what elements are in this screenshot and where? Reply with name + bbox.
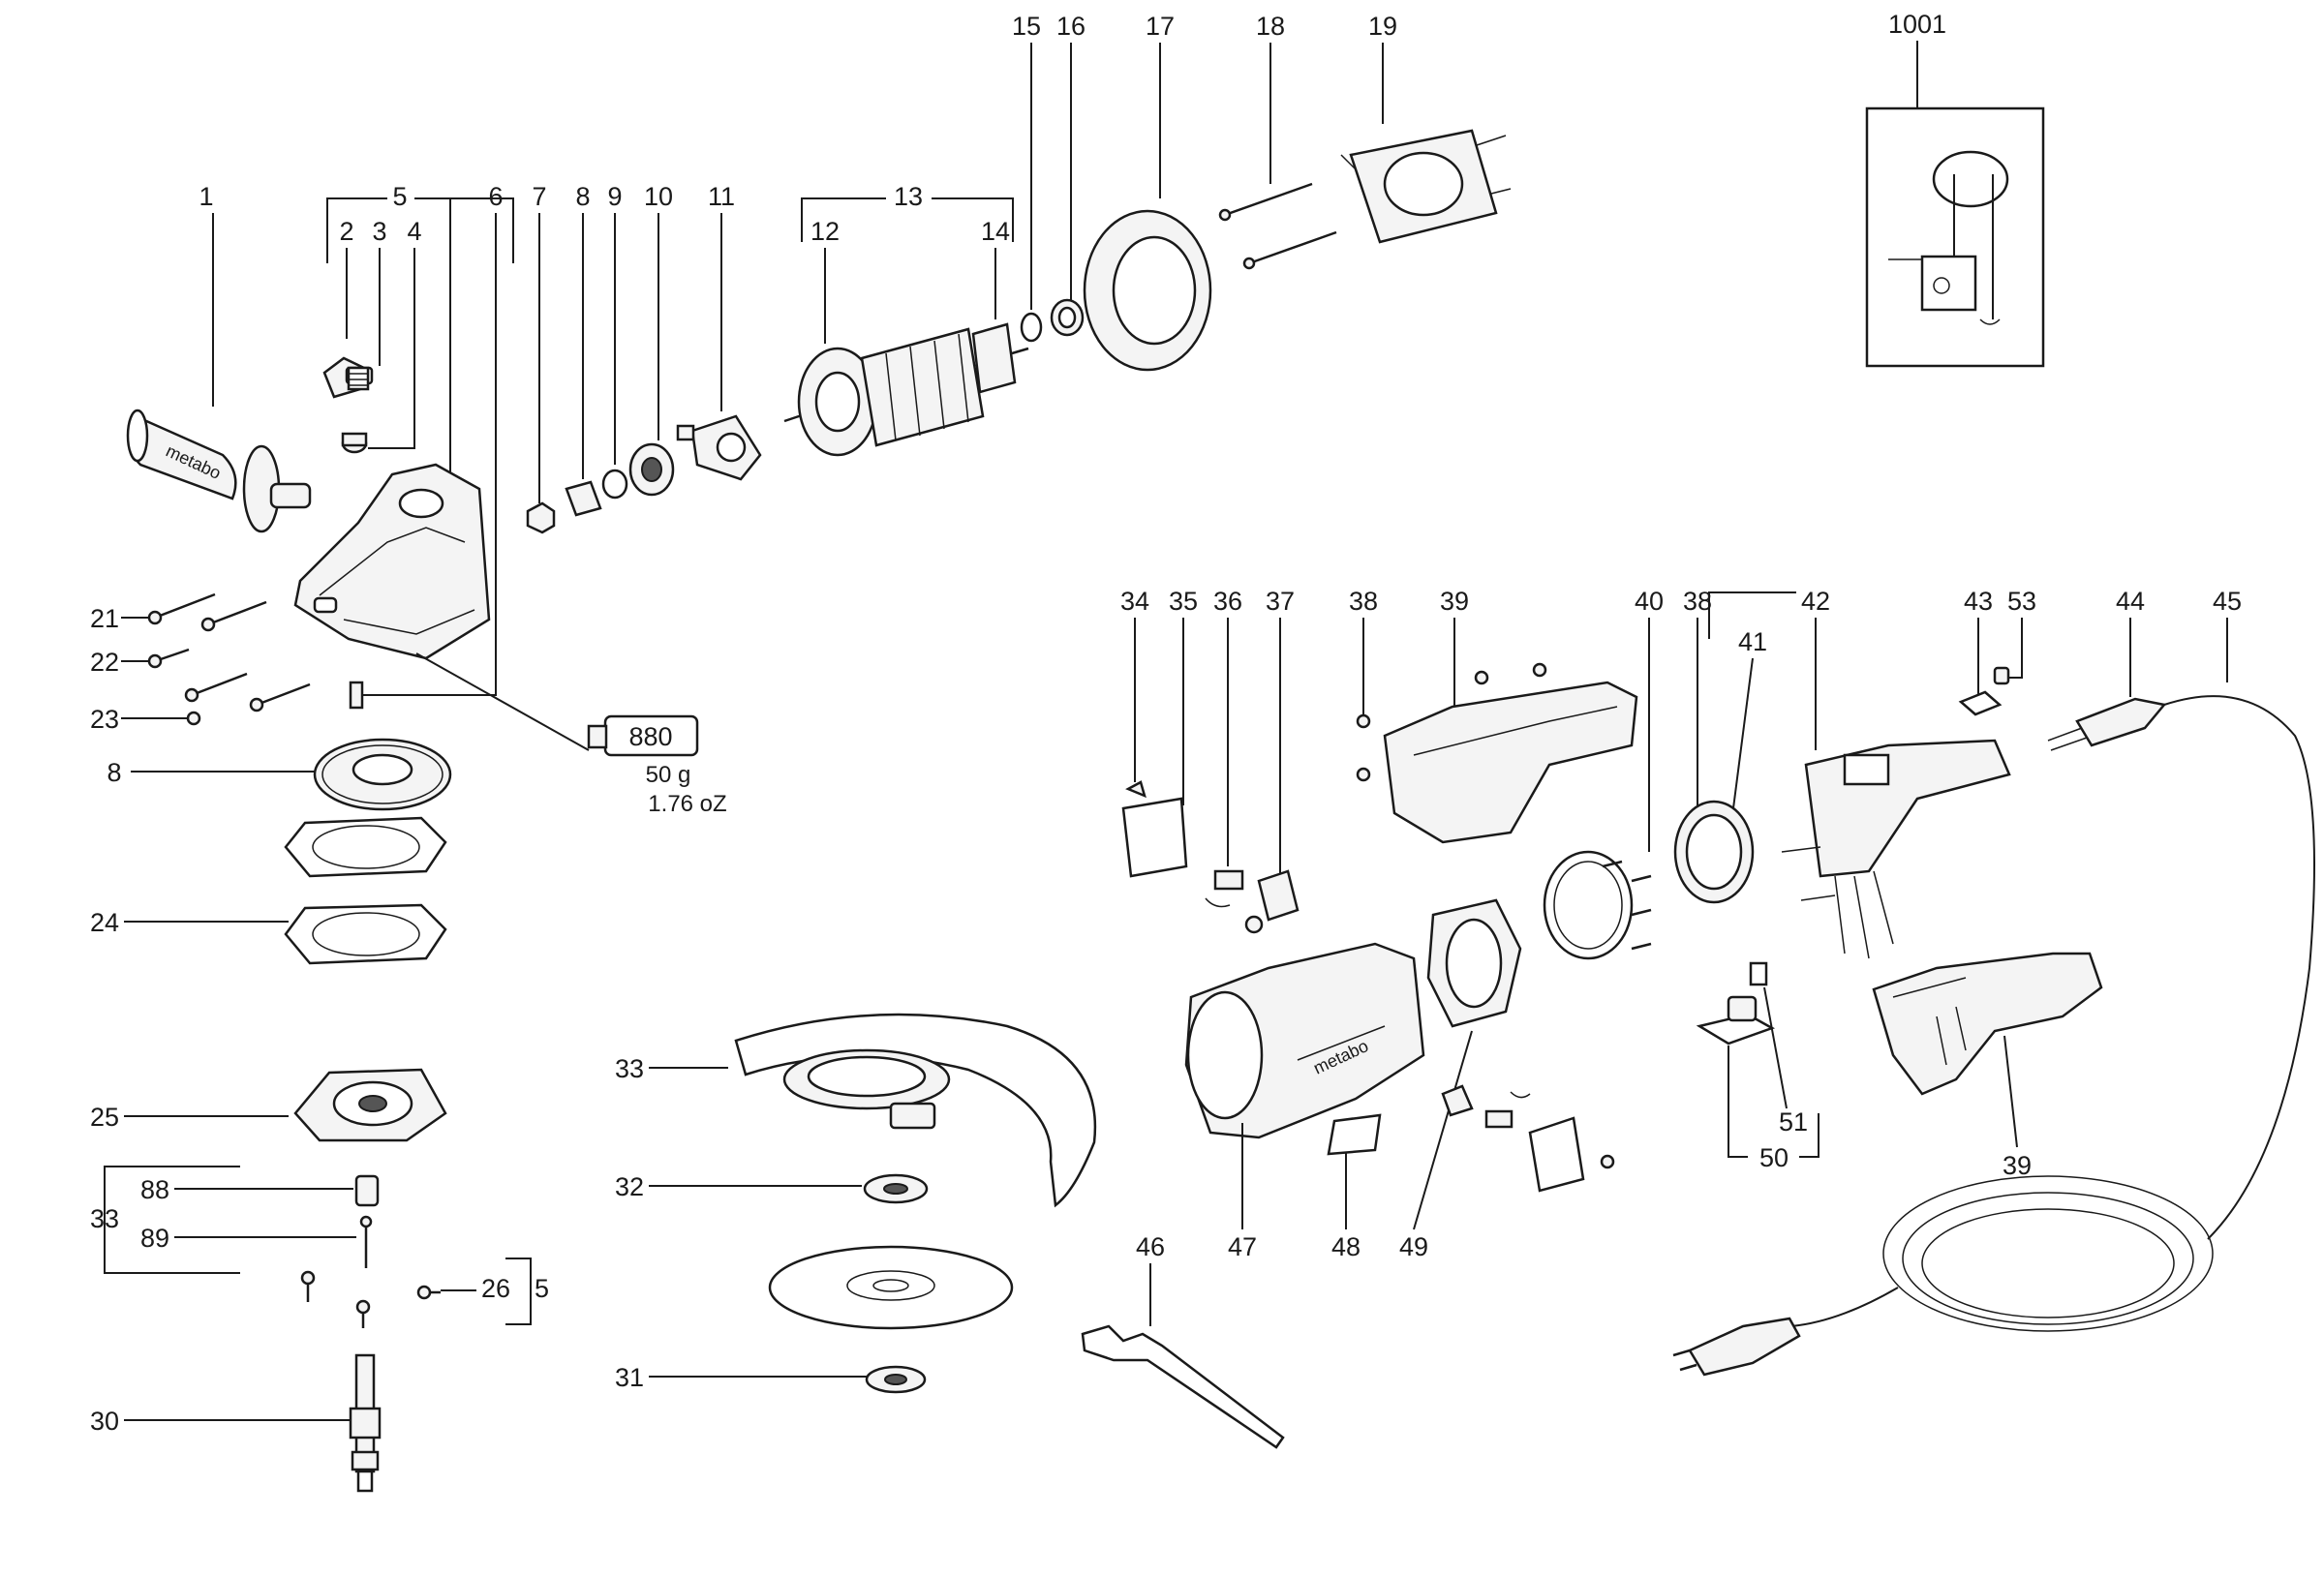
clamping-nut-part-31 xyxy=(865,1365,927,1394)
brush-parts-lower xyxy=(1441,1084,1615,1193)
motor-cover-part-39 xyxy=(1356,662,1638,844)
label-48: 48 xyxy=(1331,1232,1361,1261)
label-39-handle: 39 xyxy=(2003,1151,2032,1180)
label-44: 44 xyxy=(2116,587,2145,616)
fan-baffle-part-49 xyxy=(1426,898,1522,1028)
label-11: 11 xyxy=(708,182,735,211)
label-38-top: 38 xyxy=(1349,587,1378,616)
motor-housing-part-47: metabo xyxy=(1184,942,1425,1139)
stator-part-19 xyxy=(1340,129,1512,244)
bearing-parts-15-16 xyxy=(1020,298,1085,343)
label-89: 89 xyxy=(140,1224,169,1253)
cable-protector-part-44 xyxy=(2047,697,2167,751)
label-36: 36 xyxy=(1213,587,1242,616)
label-35: 35 xyxy=(1169,587,1198,616)
label-53: 53 xyxy=(2007,587,2036,616)
wheel-guard-part-33 xyxy=(734,1013,1097,1208)
label-15: 15 xyxy=(1012,12,1041,41)
label-14: 14 xyxy=(981,217,1010,246)
label-1: 1 xyxy=(199,182,213,211)
spindle-lock-parts-2-3-4 xyxy=(322,356,374,454)
armature-part-13 xyxy=(783,322,1029,457)
housing-screws-parts-21-23 xyxy=(147,592,364,726)
clamp-parts-50-51 xyxy=(1696,961,1776,1046)
label-33-guard: 33 xyxy=(615,1054,644,1083)
gear-housing-part-5 xyxy=(293,463,491,660)
gasket-upper xyxy=(284,816,447,878)
switch-part-42 xyxy=(1781,739,2011,959)
label-8-top: 8 xyxy=(575,182,590,211)
label-plate-part-48 xyxy=(1327,1113,1382,1156)
label-23: 23 xyxy=(90,705,119,734)
label-18: 18 xyxy=(1256,12,1285,41)
spindle-part-30 xyxy=(349,1353,382,1493)
label-32: 32 xyxy=(615,1172,644,1201)
label-45: 45 xyxy=(2213,587,2242,616)
sleeve-part-88 xyxy=(354,1174,380,1207)
label-3: 3 xyxy=(372,217,386,246)
grinding-disc xyxy=(768,1245,1014,1330)
stator-screws-part-18 xyxy=(1218,182,1337,270)
gasket-part-24 xyxy=(284,903,447,965)
label-38-right: 38 xyxy=(1683,587,1712,616)
pin-wrench-part-46 xyxy=(1081,1324,1285,1449)
label-26: 26 xyxy=(481,1274,510,1303)
label-41: 41 xyxy=(1738,627,1767,656)
grease-weight-metric: 50 g xyxy=(646,762,691,788)
wiring-diagram-1001 xyxy=(1865,106,2045,368)
label-5: 5 xyxy=(392,182,407,211)
label-1001: 1001 xyxy=(1888,10,1946,39)
label-6: 6 xyxy=(488,182,503,211)
grease-tube-880: 880 xyxy=(587,714,699,757)
label-7: 7 xyxy=(532,182,546,211)
pin-part-89 xyxy=(359,1215,373,1268)
screws-part-26 xyxy=(300,1270,441,1328)
label-30: 30 xyxy=(90,1407,119,1436)
label-88: 88 xyxy=(140,1175,169,1204)
label-4: 4 xyxy=(407,217,421,246)
label-8-gear: 8 xyxy=(107,758,121,787)
label-21: 21 xyxy=(90,604,119,633)
handle-cover-part-39 xyxy=(1872,952,2103,1096)
grease-code: 880 xyxy=(628,722,672,751)
label-37: 37 xyxy=(1266,587,1295,616)
label-25: 25 xyxy=(90,1103,119,1132)
rings-parts-40-41 xyxy=(1543,800,1755,960)
label-10: 10 xyxy=(644,182,673,211)
label-50: 50 xyxy=(1759,1143,1789,1172)
label-19: 19 xyxy=(1368,12,1397,41)
label-34: 34 xyxy=(1120,587,1149,616)
brush-parts-34-37 xyxy=(1121,780,1300,934)
flange-part-32 xyxy=(863,1173,929,1204)
label-39-top: 39 xyxy=(1440,587,1469,616)
label-47: 47 xyxy=(1228,1232,1257,1261)
label-12: 12 xyxy=(810,217,840,246)
label-17: 17 xyxy=(1146,12,1175,41)
label-49: 49 xyxy=(1399,1232,1428,1261)
grease-weight-imperial: 1.76 oZ xyxy=(648,791,726,817)
bevel-gear-part-8 xyxy=(313,738,452,811)
label-22: 22 xyxy=(90,648,119,677)
label-46: 46 xyxy=(1136,1232,1165,1261)
side-handle-part-1: metabo xyxy=(126,409,312,533)
label-2: 2 xyxy=(339,217,353,246)
label-43: 43 xyxy=(1964,587,1993,616)
power-cord-part-45 xyxy=(1672,695,2315,1377)
clamp-parts-43-53 xyxy=(1958,666,2010,716)
label-42: 42 xyxy=(1801,587,1830,616)
label-9: 9 xyxy=(607,182,622,211)
label-40: 40 xyxy=(1635,587,1664,616)
bearing-flange-part-25 xyxy=(293,1068,447,1142)
seal-ring-part-17 xyxy=(1083,209,1212,372)
bearing-stack-parts-7-11 xyxy=(526,414,762,534)
label-31: 31 xyxy=(615,1363,644,1392)
label-13: 13 xyxy=(894,182,923,211)
label-5-bracket: 5 xyxy=(535,1274,549,1303)
label-33-group: 33 xyxy=(90,1204,119,1233)
label-24: 24 xyxy=(90,908,119,937)
label-16: 16 xyxy=(1056,12,1086,41)
label-51: 51 xyxy=(1779,1107,1808,1137)
